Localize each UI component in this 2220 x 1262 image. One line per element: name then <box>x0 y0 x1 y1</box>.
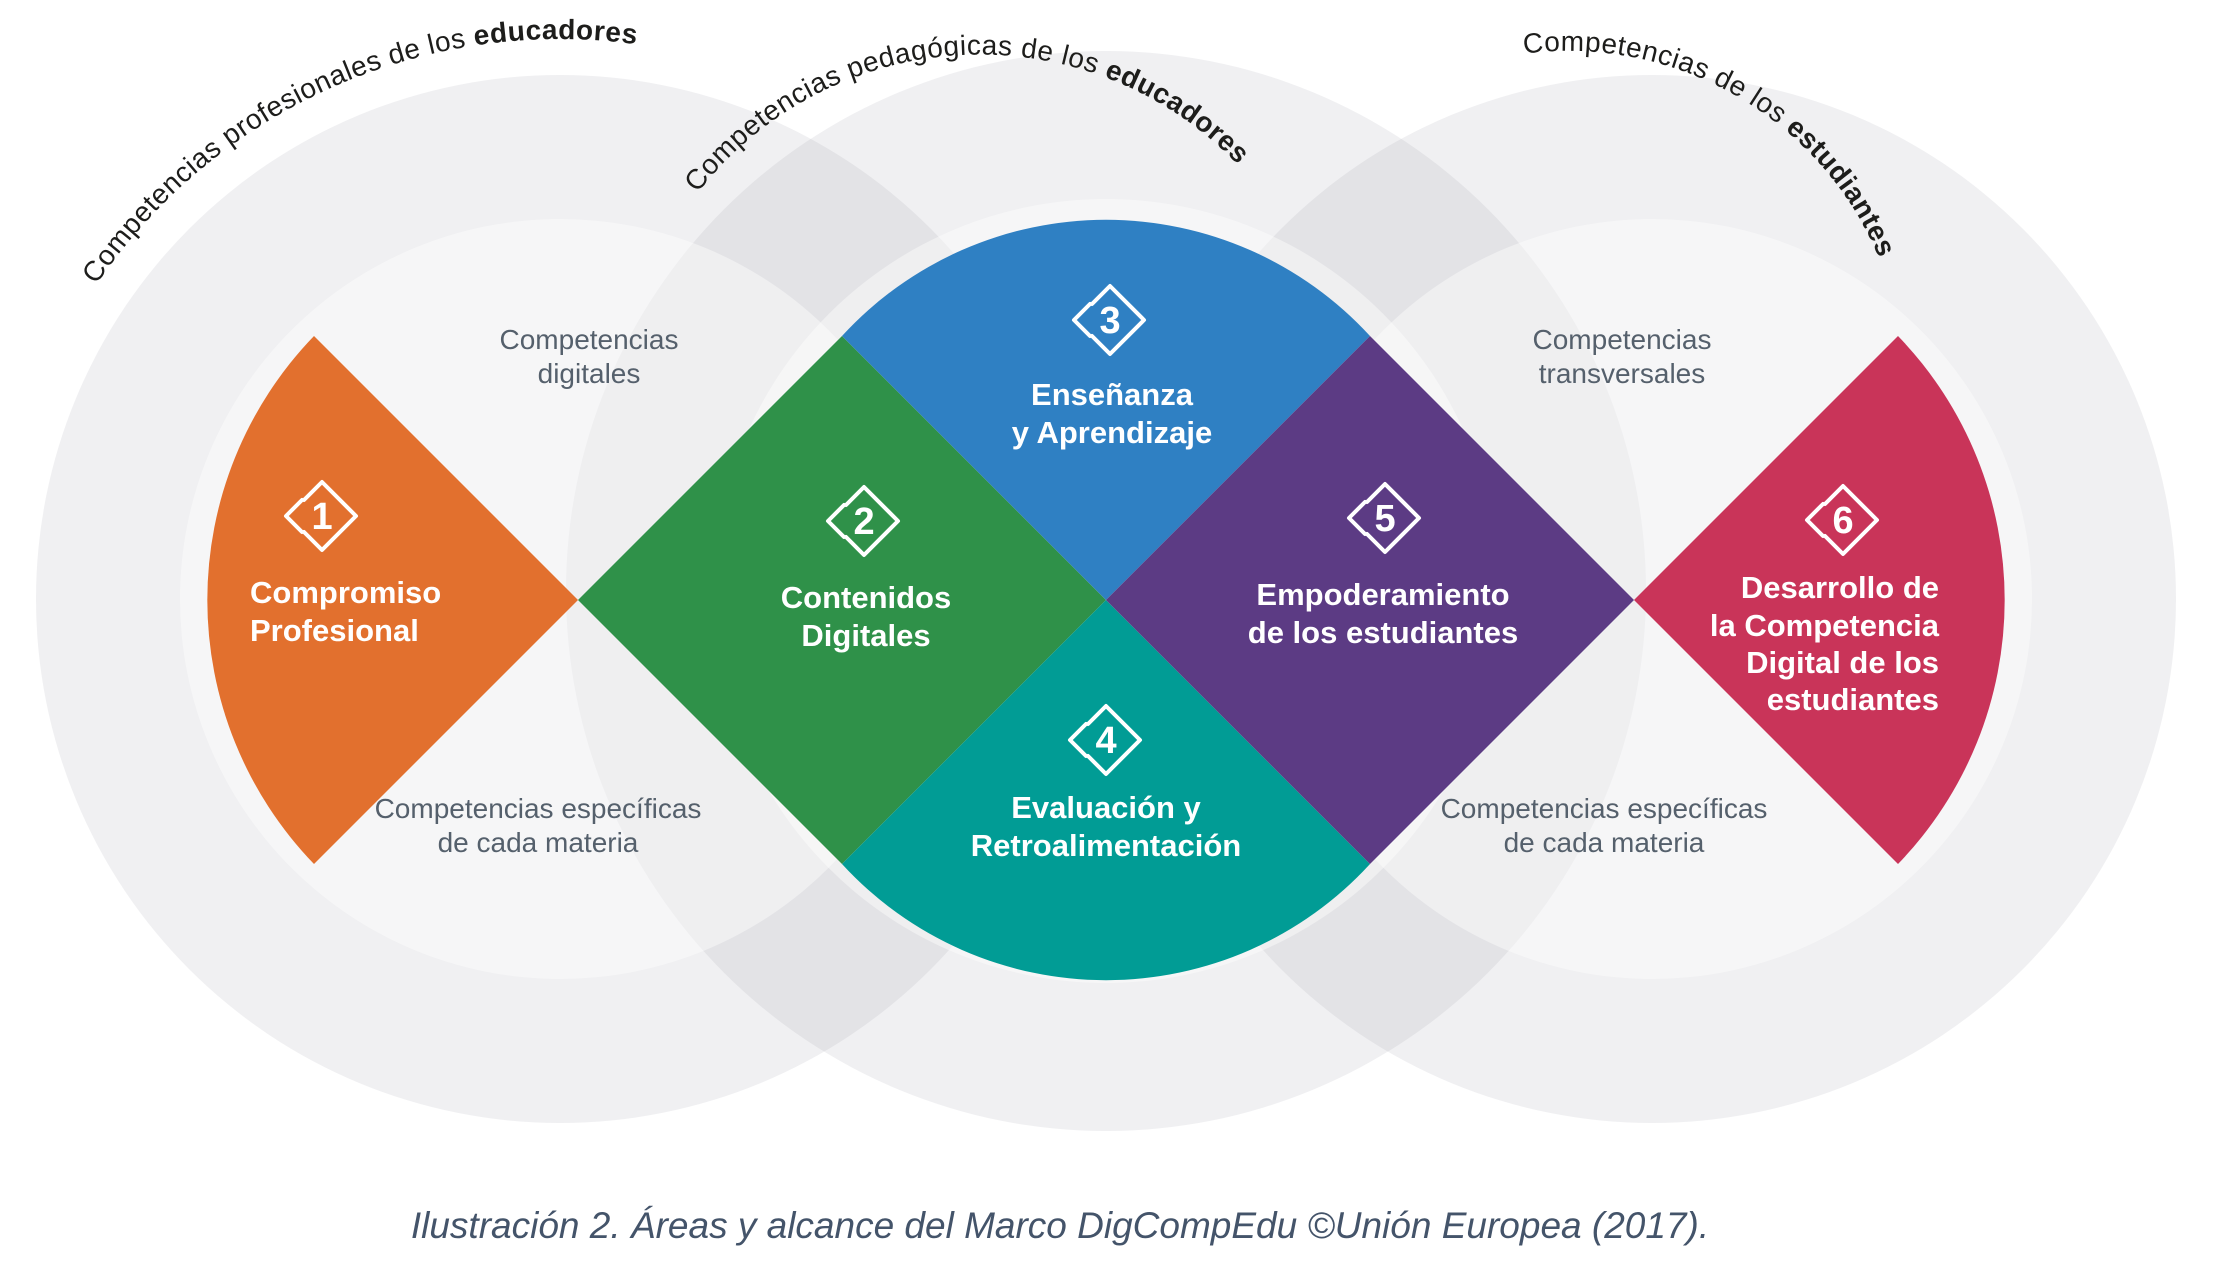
badge-1-diamond-icon <box>302 480 358 552</box>
badge-5-diamond-icon <box>1365 482 1421 554</box>
badge-3-chevron-icon <box>1072 302 1092 338</box>
badge-4: 4 <box>1068 704 1142 776</box>
area-badges: 1 2 3 4 5 6 <box>284 284 1879 776</box>
area-6-label-line3: Digital de los <box>1746 645 1939 680</box>
badge-5-chevron-icon <box>1347 500 1367 536</box>
area-3-label-line2: y Aprendizaje <box>1012 415 1212 450</box>
transversal-competences-label-line1: Competencias <box>1533 324 1712 355</box>
badge-4-number: 4 <box>1095 720 1116 762</box>
subject-competences-right-label-line1: Competencias específicas <box>1441 793 1768 824</box>
badge-6-number: 6 <box>1832 500 1853 542</box>
subject-competences-left-label-line2: de cada materia <box>438 827 639 858</box>
area-4-label-line2: Retroalimentación <box>971 828 1241 863</box>
badge-3: 3 <box>1072 284 1146 356</box>
badge-3-number: 3 <box>1099 300 1120 342</box>
digital-competences-label-line2: digitales <box>538 358 641 389</box>
area-2-label-line2: Digitales <box>801 618 930 653</box>
badge-1-number: 1 <box>311 496 332 538</box>
ring-labels: Competencias digitales Competencias tran… <box>375 324 1768 858</box>
area-2-label-line1: Contenidos <box>781 580 952 615</box>
badge-6-diamond-icon <box>1823 484 1879 556</box>
figure-caption: Ilustración 2. Áreas y alcance del Marco… <box>411 1205 1709 1246</box>
badge-4-diamond-icon <box>1086 704 1142 776</box>
area-5-label-line1: Empoderamiento <box>1256 577 1509 612</box>
area-6-shape <box>1634 336 2005 864</box>
area-3-shape <box>842 219 1370 601</box>
subject-competences-right-label-line2: de cada materia <box>1504 827 1705 858</box>
area-labels: Compromiso Profesional Contenidos Digita… <box>250 377 1940 863</box>
area-shapes <box>207 219 2005 981</box>
area-4-shape <box>842 600 1370 981</box>
area-6-label-line2: la Competencia <box>1710 608 1940 643</box>
left-title-bold: educadores <box>471 14 639 51</box>
badge-2-diamond-icon <box>844 485 900 557</box>
badge-1-chevron-icon <box>284 498 304 534</box>
area-1-label-line1: Compromiso <box>250 575 441 610</box>
badge-3-diamond-icon <box>1090 284 1146 356</box>
badge-5: 5 <box>1347 482 1421 554</box>
badge-6-chevron-icon <box>1805 502 1825 538</box>
badge-5-number: 5 <box>1374 498 1395 540</box>
badge-2-chevron-icon <box>826 503 846 539</box>
area-3-label-line1: Enseñanza <box>1031 377 1194 412</box>
area-5-label-line2: de los estudiantes <box>1248 615 1518 650</box>
digital-competences-label-line1: Competencias <box>500 324 679 355</box>
badge-2: 2 <box>826 485 900 557</box>
area-5-shape <box>1106 336 1634 864</box>
transversal-competences-label-line2: transversales <box>1539 358 1706 389</box>
subject-competences-left-label-line1: Competencias específicas <box>375 793 702 824</box>
area-6-label-line4: estudiantes <box>1767 682 1939 717</box>
badge-6: 6 <box>1805 484 1879 556</box>
area-1-shape <box>207 336 578 864</box>
badge-1: 1 <box>284 480 358 552</box>
area-1-label-line2: Profesional <box>250 613 419 648</box>
area-4-label-line1: Evaluación y <box>1011 790 1201 825</box>
badge-2-number: 2 <box>853 501 874 543</box>
area-6-label-line1: Desarrollo de <box>1741 570 1939 605</box>
badge-4-chevron-icon <box>1068 722 1088 758</box>
